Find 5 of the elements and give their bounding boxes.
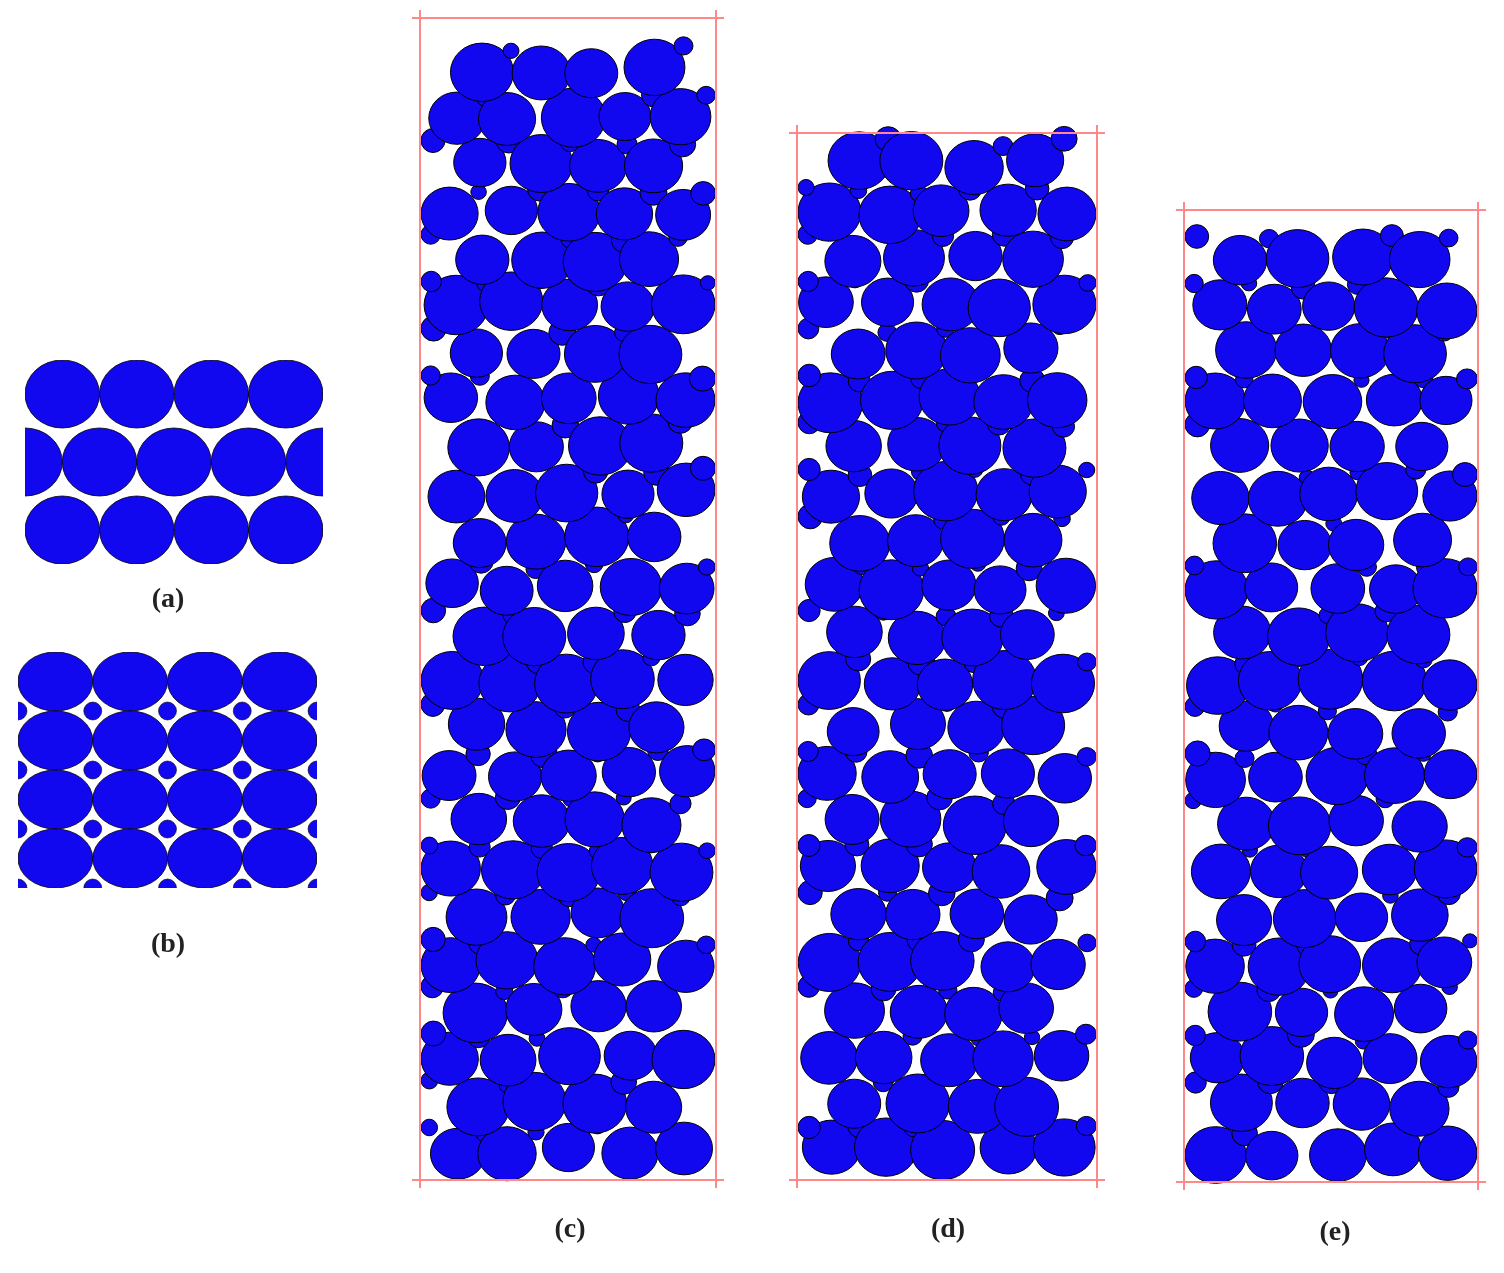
panel-label: (e) <box>1319 1215 1351 1247</box>
panel-label: (b) <box>150 927 186 959</box>
panel-label: (a) <box>151 582 185 614</box>
panel-label: (d) <box>930 1212 966 1244</box>
panel-label: (c) <box>554 1212 586 1244</box>
